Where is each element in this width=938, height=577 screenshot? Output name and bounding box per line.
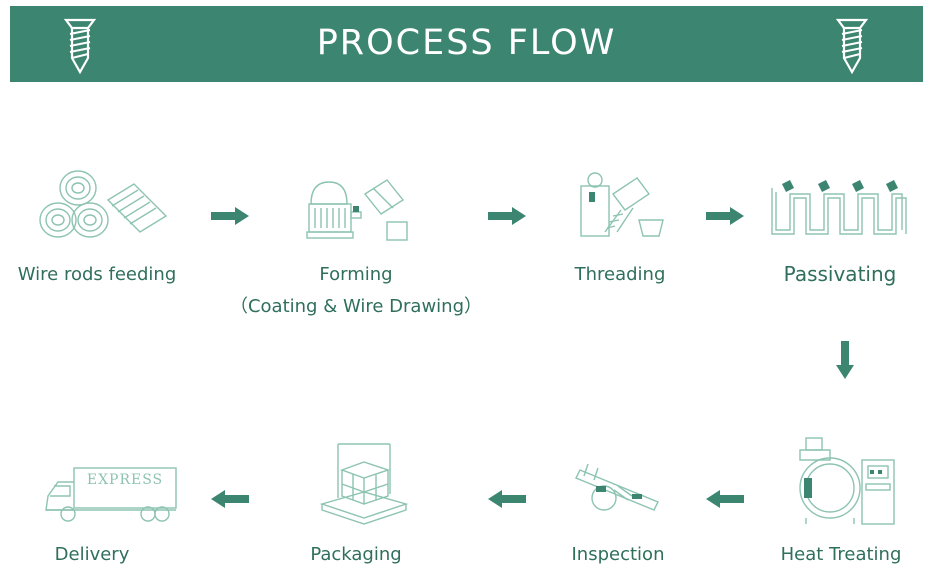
step-label-threading: Threading xyxy=(574,264,666,285)
furnace-icon xyxy=(799,437,895,525)
arrow-down-icon xyxy=(836,341,854,379)
step-label-heat-treating: Heat Treating xyxy=(780,544,902,565)
arrow-left-icon xyxy=(211,490,249,508)
step-label-packaging: Packaging xyxy=(310,544,402,565)
truck-icon: EXPRESS xyxy=(40,464,180,524)
page-title: PROCESS FLOW xyxy=(316,23,617,63)
arrow-right-icon xyxy=(211,207,249,225)
screw-icon xyxy=(63,18,97,75)
arrow-left-icon xyxy=(706,490,744,508)
arrow-right-icon xyxy=(706,207,744,225)
truck-express-text: EXPRESS xyxy=(86,472,164,488)
passivating-tank-icon xyxy=(771,180,907,235)
pallet-boxes-icon xyxy=(319,443,409,525)
step-label-forming: Forming xyxy=(319,264,393,285)
step-label-delivery: Delivery xyxy=(54,544,130,565)
threading-machine-icon xyxy=(580,172,664,237)
caliper-icon xyxy=(575,463,659,511)
header-banner: PROCESS FLOW xyxy=(10,6,923,82)
truck-drawing xyxy=(45,467,177,522)
step-sublabel-forming: （Coating & Wire Drawing） xyxy=(229,296,483,317)
step-label-wire-rods-feeding: Wire rods feeding xyxy=(17,264,177,285)
step-label-passivating: Passivating xyxy=(783,262,897,286)
screw-icon xyxy=(835,18,869,75)
step-label-inspection: Inspection xyxy=(571,544,665,565)
forming-machine-icon xyxy=(306,179,408,241)
arrow-right-icon xyxy=(488,207,526,225)
arrow-left-icon xyxy=(488,490,526,508)
wire-coils-icon xyxy=(39,170,168,238)
